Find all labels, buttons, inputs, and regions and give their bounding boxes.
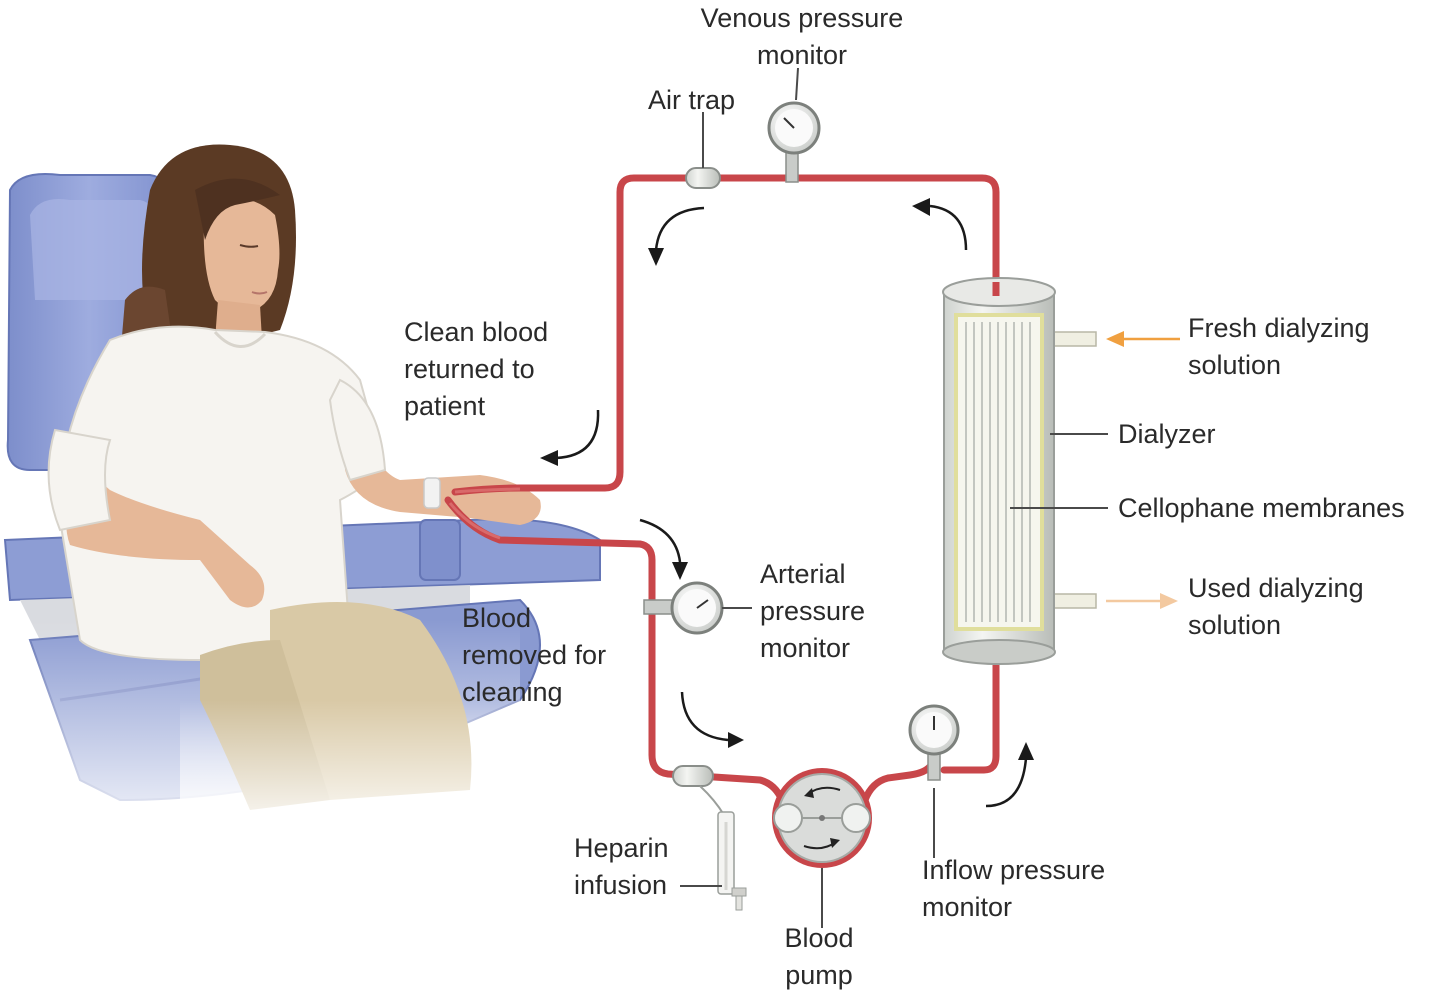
arterial-pressure-label: Arterial pressure monitor xyxy=(760,556,865,667)
used-solution-label: Used dialyzing solution xyxy=(1188,570,1364,644)
air-trap-icon xyxy=(685,167,721,189)
arterial-line-2: pressure xyxy=(760,596,866,626)
venous-line-1: Venous pressure xyxy=(700,3,904,33)
blood-removed-line-3: cleaning xyxy=(462,677,563,707)
blood-removed-line-2: removed for xyxy=(462,640,607,670)
inflow-line-2: monitor xyxy=(922,892,1013,922)
inflow-pressure-label: Inflow pressure monitor xyxy=(922,852,1105,926)
fresh-solution-arrow xyxy=(1106,331,1180,347)
arterial-line-3: monitor xyxy=(760,633,851,663)
flow-arrow-icon xyxy=(555,204,1028,808)
syringe-icon xyxy=(672,765,747,911)
used-solution-arrow xyxy=(1106,593,1178,609)
inflow-line-1: Inflow pressure xyxy=(922,855,1106,885)
used-line-1: Used dialyzing xyxy=(1188,573,1364,603)
used-line-2: solution xyxy=(1188,610,1282,640)
patient-figure xyxy=(47,144,541,840)
flow-arrow-icon xyxy=(540,198,1034,760)
clean-blood-line-3: patient xyxy=(404,391,486,421)
clean-blood-line-1: Clean blood xyxy=(404,317,549,347)
clean-blood-line-2: returned to xyxy=(404,354,535,384)
fresh-solution-label: Fresh dialyzing solution xyxy=(1188,310,1370,384)
pump-line-1: Blood xyxy=(784,923,854,953)
leader-lines xyxy=(680,67,1108,928)
blood-removed-line-1: Blood xyxy=(462,603,532,633)
pressure-gauge-icon xyxy=(643,581,724,635)
heparin-line-2: infusion xyxy=(574,870,668,900)
venous-pressure-label: Venous pressure monitor xyxy=(684,0,920,74)
blood-pump-icon xyxy=(772,768,872,868)
pressure-gauge-icon xyxy=(767,101,821,183)
dialyzer-cylinder xyxy=(942,277,1097,665)
arterial-line-1: Arterial xyxy=(760,559,846,589)
blood-removed-label: Blood removed for cleaning xyxy=(462,600,606,711)
fresh-line-2: solution xyxy=(1188,350,1282,380)
dialyzer-label: Dialyzer xyxy=(1118,419,1216,449)
air-trap-label: Air trap xyxy=(648,85,736,115)
blood-pump-label: Blood pump xyxy=(764,920,874,993)
cellophane-membranes-label: Cellophane membranes xyxy=(1118,493,1405,523)
venous-line-2: monitor xyxy=(756,40,848,70)
clean-blood-label: Clean blood returned to patient xyxy=(404,314,548,425)
heparin-infusion-label: Heparin infusion xyxy=(574,830,669,904)
pump-line-2: pump xyxy=(785,960,853,990)
fresh-line-1: Fresh dialyzing xyxy=(1188,313,1370,343)
pressure-gauge-icon xyxy=(908,704,960,781)
heparin-line-1: Heparin xyxy=(574,833,669,863)
